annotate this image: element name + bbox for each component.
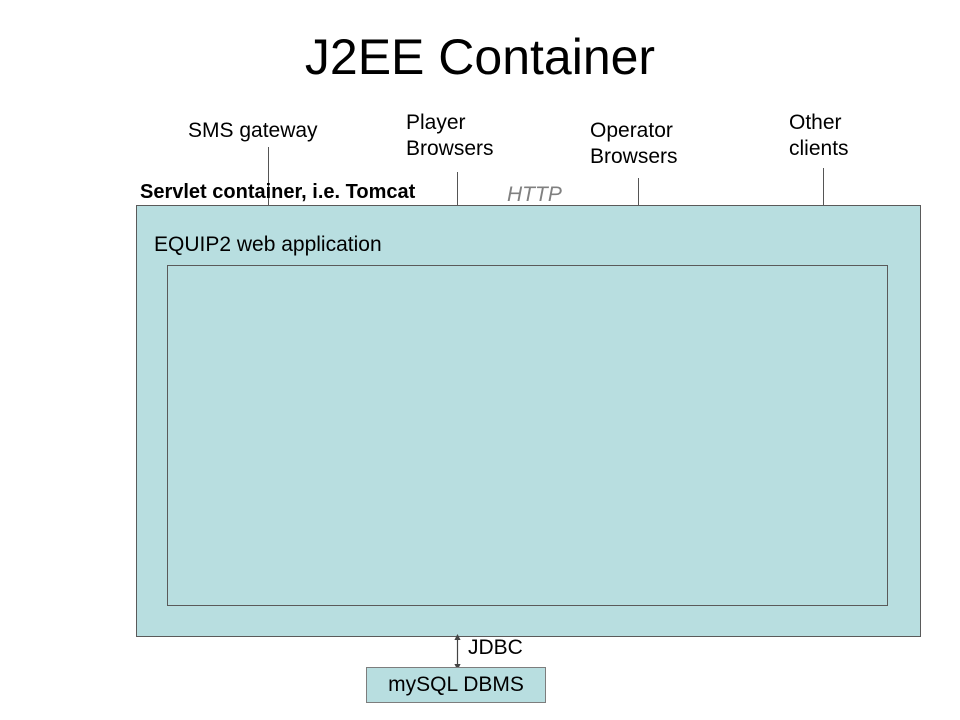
connector-line-player-browsers xyxy=(457,172,458,206)
client-label-player-browsers: Player Browsers xyxy=(406,111,494,160)
mysql-dbms-label: mySQL DBMS xyxy=(388,673,524,696)
connector-line-sms-gateway xyxy=(268,147,269,206)
client-label-operator-browsers: Operator Browsers xyxy=(590,119,678,168)
connector-line-operator-browsers xyxy=(638,178,639,206)
connector-line-other-clients xyxy=(823,168,824,206)
page-title: J2EE Container xyxy=(304,29,656,85)
client-label-sms-gateway: SMS gateway xyxy=(188,119,318,142)
jdbc-connector-label: JDBC xyxy=(468,636,523,659)
webapp-label: EQUIP2 web application xyxy=(154,233,382,256)
http-protocol-label: HTTP xyxy=(507,183,562,206)
mysql-dbms-box: mySQL DBMS xyxy=(366,667,546,703)
jdbc-double-arrow-icon xyxy=(454,634,461,670)
webapp-inner-box xyxy=(167,265,888,606)
client-label-other-clients: Other clients xyxy=(789,111,849,160)
servlet-container-label: Servlet container, i.e. Tomcat xyxy=(140,181,416,203)
